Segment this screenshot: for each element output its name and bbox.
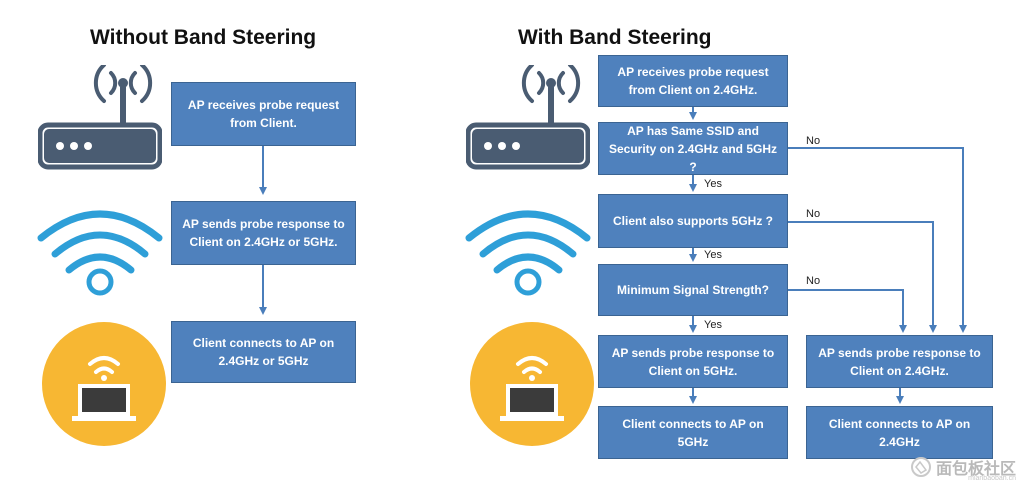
title-without-band-steering: Without Band Steering (90, 26, 317, 49)
label-no-1: No (806, 135, 821, 147)
label-yes-3: Yes (704, 319, 722, 331)
right-box-connect-24ghz: Client connects to AP on 2.4GHz (806, 406, 993, 459)
wifi-icon (465, 210, 591, 296)
right-box-same-ssid: AP has Same SSID and Security on 2.4GHz … (598, 122, 788, 175)
wifi-icon (37, 210, 163, 296)
right-box-response-5ghz-text: AP sends probe response to Client on 5GH… (611, 345, 775, 378)
right-box-connect-24ghz-text: Client connects to AP on 2.4GHz (828, 416, 971, 449)
right-box-min-signal: Minimum Signal Strength? (598, 264, 788, 316)
watermark-logo-icon (910, 457, 931, 477)
left-box-probe-request: AP receives probe request from Client. (171, 82, 356, 146)
label-no-2: No (806, 208, 821, 220)
right-box-same-ssid-text: AP has Same SSID and Security on 2.4GHz … (608, 123, 778, 174)
laptop-wifi-icon (470, 322, 594, 446)
left-box-probe-response: AP sends probe response to Client on 2.4… (171, 201, 356, 265)
arrow-no-3 (788, 289, 907, 333)
right-box-probe-request-text: AP receives probe request from Client on… (617, 65, 769, 97)
right-box-connect-5ghz: Client connects to AP on 5GHz (598, 406, 788, 459)
left-box-client-connects: Client connects to AP on 2.4GHz or 5GHz (171, 321, 356, 383)
left-box-client-connects-text: Client connects to AP on 2.4GHz or 5GHz (192, 336, 335, 368)
left-box-probe-response-text: AP sends probe response to Client on 2.4… (182, 217, 345, 249)
left-box-probe-request-text: AP receives probe request from Client. (187, 98, 340, 130)
title-with-band-steering: With Band Steering (518, 26, 712, 49)
watermark: 面包板社区 mianbaoban.cn (910, 455, 1016, 482)
label-no-3: No (806, 275, 821, 287)
right-box-min-signal-text: Minimum Signal Strength? (617, 283, 769, 297)
right-box-supports-5ghz: Client also supports 5GHz ? (598, 194, 788, 248)
watermark-sub: mianbaoban.cn (968, 475, 1016, 482)
right-box-response-5ghz: AP sends probe response to Client on 5GH… (598, 335, 788, 388)
right-box-connect-5ghz-text: Client connects to AP on 5GHz (622, 416, 764, 449)
right-box-probe-request: AP receives probe request from Client on… (598, 55, 788, 107)
router-icon (38, 65, 162, 170)
arrow-no-1 (788, 147, 967, 333)
watermark-text: 面包板社区 (935, 459, 1016, 478)
arrow-no-2 (788, 221, 937, 333)
label-yes-1: Yes (704, 178, 722, 190)
right-box-response-24ghz-text: AP sends probe response to Client on 2.4… (818, 345, 981, 378)
label-yes-2: Yes (704, 249, 722, 261)
right-box-supports-5ghz-text: Client also supports 5GHz ? (612, 214, 774, 228)
router-icon (466, 65, 590, 170)
laptop-wifi-icon (42, 322, 166, 446)
right-box-response-24ghz: AP sends probe response to Client on 2.4… (806, 335, 993, 388)
